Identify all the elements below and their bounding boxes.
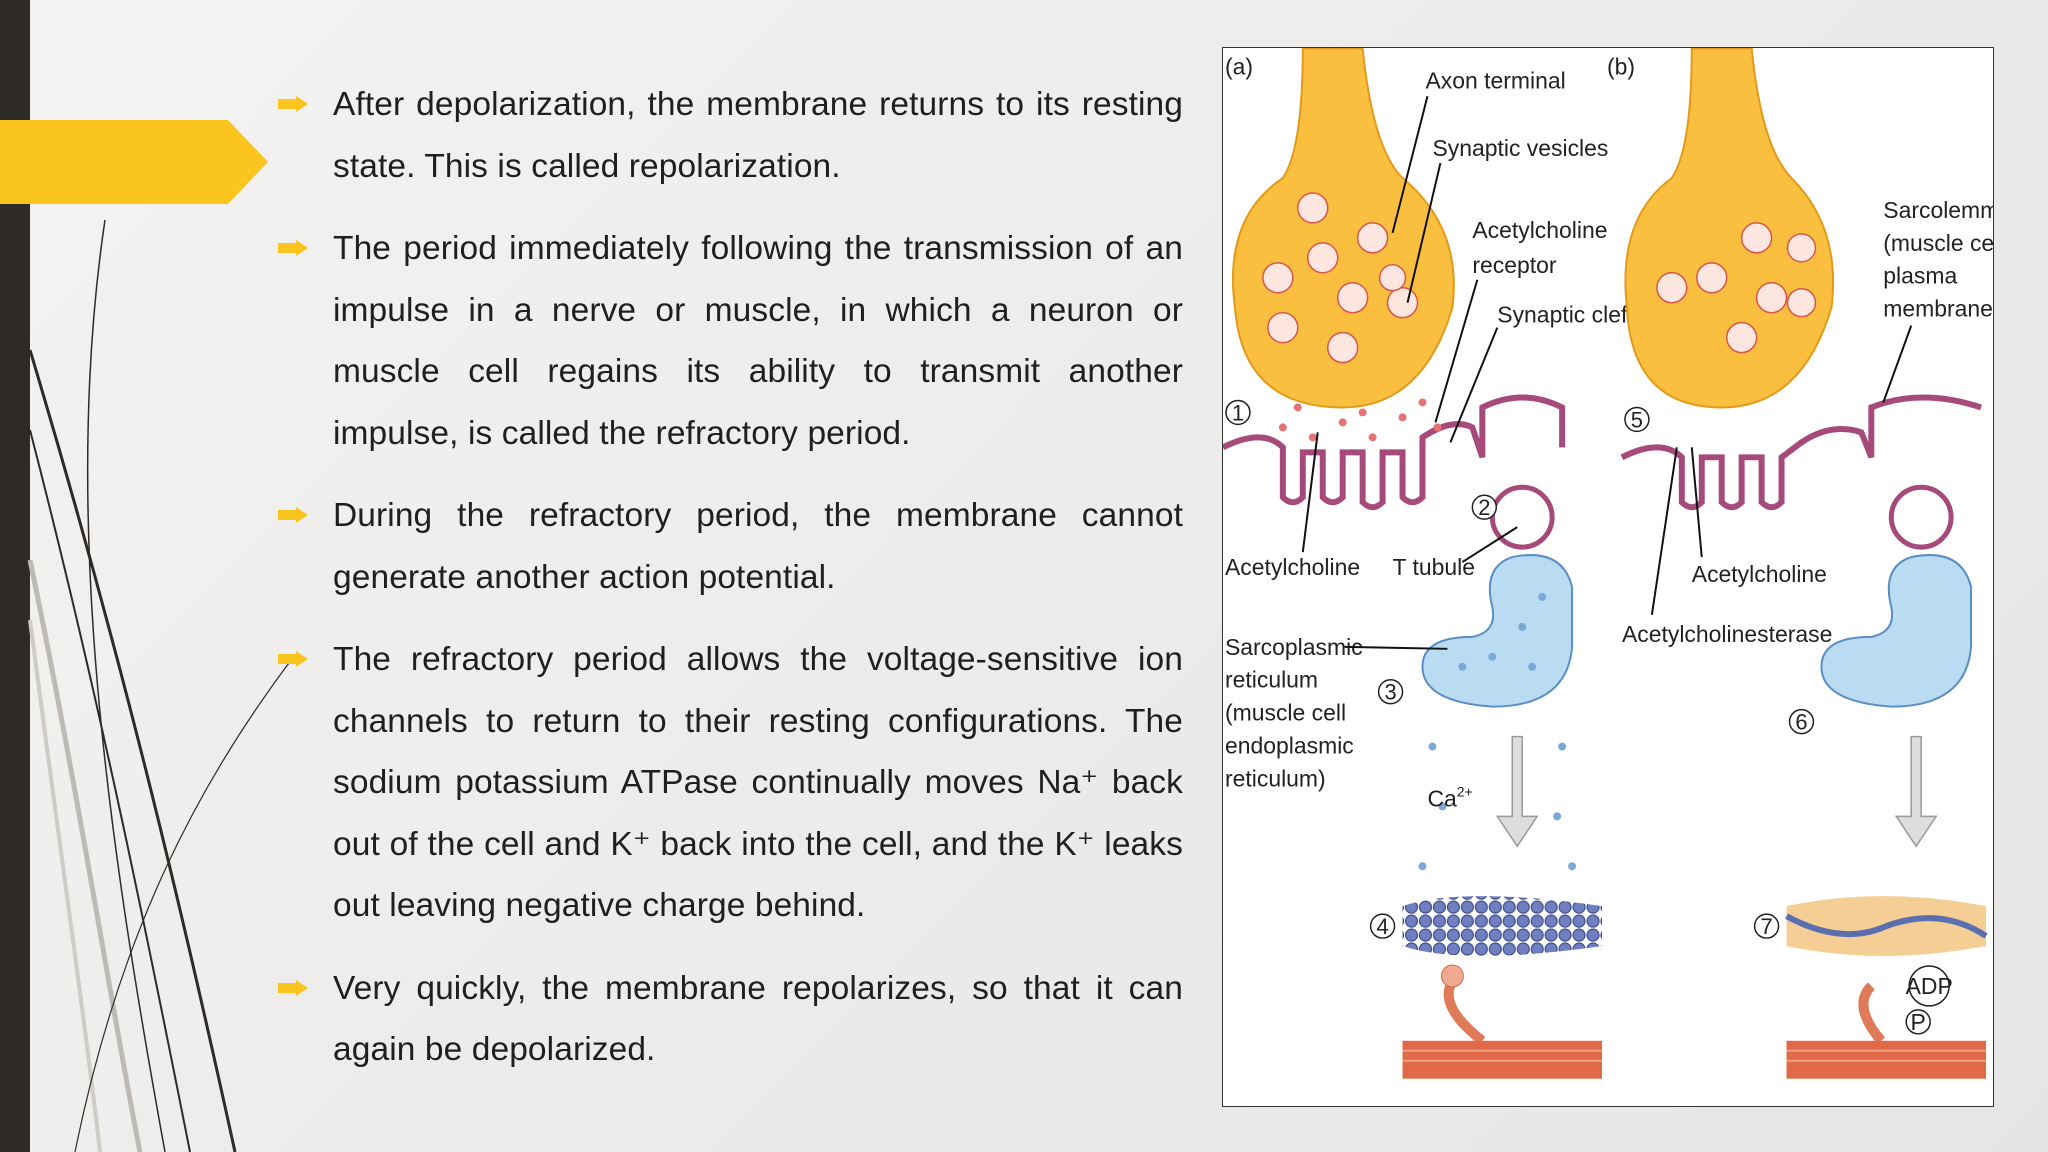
sarcolemma-membrane-b bbox=[1620, 394, 1982, 550]
ach-receptor-label-2: receptor bbox=[1472, 252, 1557, 278]
sr-label-2: reticulum bbox=[1225, 667, 1318, 693]
pointer-line bbox=[1461, 526, 1518, 563]
bullet-item: During the refractory period, the membra… bbox=[278, 485, 1183, 608]
pointer-line bbox=[1434, 279, 1479, 423]
pointer-line bbox=[1301, 432, 1319, 553]
synaptic-cleft-label: Synaptic cleft bbox=[1497, 302, 1634, 328]
acetylcholine-label-a: Acetylcholine bbox=[1225, 554, 1360, 580]
sr-label-4: endoplasmic bbox=[1225, 733, 1354, 759]
t-tubule-label: T tubule bbox=[1393, 554, 1475, 580]
actin-myosin-a bbox=[1402, 896, 1603, 1079]
neuromuscular-junction-figure: (a) Axon terminal Synaptic vesicles bbox=[1222, 47, 1994, 1107]
accent-arrow-tab bbox=[0, 120, 268, 204]
bullet-item: The refractory period allows the voltage… bbox=[278, 629, 1183, 937]
bullet-text: Very quickly, the membrane repolarizes, … bbox=[333, 969, 1183, 1069]
bullet-list: After depolarization, the membrane retur… bbox=[278, 74, 1183, 1102]
svg-text:6: 6 bbox=[1795, 710, 1807, 735]
step-marker: 6 bbox=[1788, 708, 1815, 735]
svg-text:2: 2 bbox=[1478, 495, 1490, 520]
axon-terminal-a bbox=[1231, 48, 1455, 409]
svg-text:7: 7 bbox=[1760, 914, 1772, 939]
down-arrow-a bbox=[1495, 735, 1539, 848]
step-marker: 3 bbox=[1377, 678, 1404, 705]
step-marker: 4 bbox=[1369, 913, 1396, 939]
step-marker: 5 bbox=[1624, 406, 1650, 432]
axon-terminal-b bbox=[1624, 48, 1835, 409]
sarcolemma-membrane-a bbox=[1223, 394, 1566, 550]
bullet-item: The period immediately following the tra… bbox=[278, 218, 1183, 464]
step-marker: 1 bbox=[1225, 399, 1251, 425]
svg-text:1: 1 bbox=[1232, 400, 1244, 425]
sarcoplasmic-reticulum-a bbox=[1421, 554, 1574, 708]
bullet-text: During the refractory period, the membra… bbox=[333, 497, 1183, 596]
svg-text:3: 3 bbox=[1384, 680, 1396, 705]
pointer-line bbox=[1391, 96, 1429, 234]
sarcolemma-label-1: Sarcolemma bbox=[1883, 197, 1993, 223]
adp-label: ADP bbox=[1906, 973, 1953, 999]
step-marker: 7 bbox=[1753, 913, 1780, 939]
pointer-line bbox=[1650, 447, 1678, 616]
acetylcholine-dots-a bbox=[1278, 398, 1442, 442]
svg-text:4: 4 bbox=[1376, 914, 1388, 939]
figure-svg: (a) Axon terminal Synaptic vesicles bbox=[1223, 48, 1993, 1079]
acetylcholinesterase-label: Acetylcholinesterase bbox=[1622, 621, 1832, 647]
sr-label-3: (muscle cell bbox=[1225, 700, 1346, 726]
bullet-arrow-icon bbox=[278, 240, 308, 256]
svg-text:5: 5 bbox=[1631, 407, 1643, 432]
decorative-swoosh-lines bbox=[27, 219, 296, 1152]
sarcolemma-label-3: plasma bbox=[1883, 263, 1957, 289]
sr-label-5: reticulum) bbox=[1225, 765, 1326, 791]
bullet-item: Very quickly, the membrane repolarizes, … bbox=[278, 958, 1183, 1081]
bullet-item: After depolarization, the membrane retur… bbox=[278, 74, 1183, 197]
calcium-ions-a bbox=[1418, 742, 1577, 871]
bullet-text: The period immediately following the tra… bbox=[333, 230, 1183, 452]
panel-a-label: (a) bbox=[1225, 53, 1253, 79]
bullet-text: The refractory period allows the voltage… bbox=[333, 641, 1183, 924]
panel-b-label: (b) bbox=[1607, 53, 1635, 79]
calcium-label: Ca2+ bbox=[1427, 783, 1472, 811]
pointer-line bbox=[1406, 162, 1442, 303]
bullet-text: After depolarization, the membrane retur… bbox=[333, 86, 1183, 185]
ach-receptor-label-1: Acetylcholine bbox=[1472, 217, 1607, 243]
step-marker: 2 bbox=[1471, 494, 1498, 520]
axon-terminal-label: Axon terminal bbox=[1425, 67, 1565, 93]
acetylcholine-label-b: Acetylcholine bbox=[1692, 561, 1827, 587]
pointer-line bbox=[1690, 447, 1703, 558]
bullet-arrow-icon bbox=[278, 979, 308, 996]
sarcolemma-label-2: (muscle cell bbox=[1883, 230, 1993, 256]
actin-tropomyosin-b bbox=[1785, 896, 1988, 1079]
pointer-line bbox=[1882, 325, 1913, 403]
bullet-arrow-icon bbox=[278, 96, 308, 112]
sarcoplasmic-reticulum-b bbox=[1820, 554, 1973, 708]
phosphate-label: P bbox=[1911, 1009, 1926, 1035]
synaptic-vesicles-label: Synaptic vesicles bbox=[1432, 135, 1608, 161]
sr-label-1: Sarcoplasmic bbox=[1225, 634, 1363, 660]
pointer-line bbox=[1344, 645, 1448, 650]
bullet-arrow-icon bbox=[278, 507, 308, 523]
bullet-arrow-icon bbox=[278, 651, 308, 667]
down-arrow-b bbox=[1894, 735, 1938, 848]
sarcolemma-label-4: membrane) bbox=[1883, 296, 1993, 322]
pointer-line bbox=[1449, 327, 1499, 443]
